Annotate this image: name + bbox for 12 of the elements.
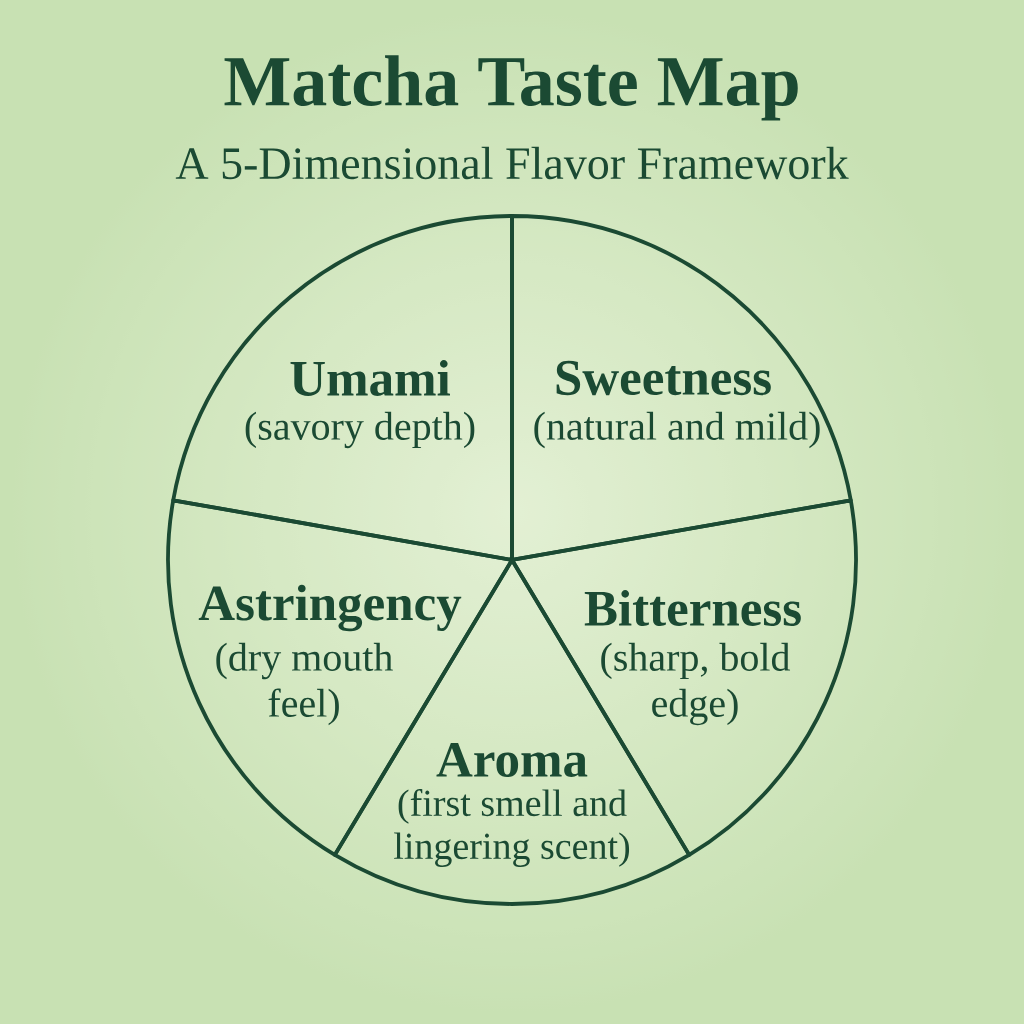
sector-description: (savory depth): [245, 411, 475, 449]
sector-description: (sharp, bold edge): [601, 642, 790, 726]
title: Matcha Taste Map: [224, 55, 798, 121]
sector-heading: Bitterness: [584, 590, 801, 626]
sector-heading: Aroma: [436, 742, 588, 778]
sector-heading: Astringency: [198, 584, 462, 632]
sector-description: (dry mouth feel): [216, 642, 393, 726]
sector-heading: Sweetness: [556, 360, 771, 396]
sector-description: (natural and mild): [534, 411, 820, 449]
sector-description: (first smell and lingering scent): [394, 789, 630, 867]
sector-heading: Umami: [290, 360, 450, 396]
subtitle: A 5-Dimensional Flavor Framework: [175, 146, 849, 180]
